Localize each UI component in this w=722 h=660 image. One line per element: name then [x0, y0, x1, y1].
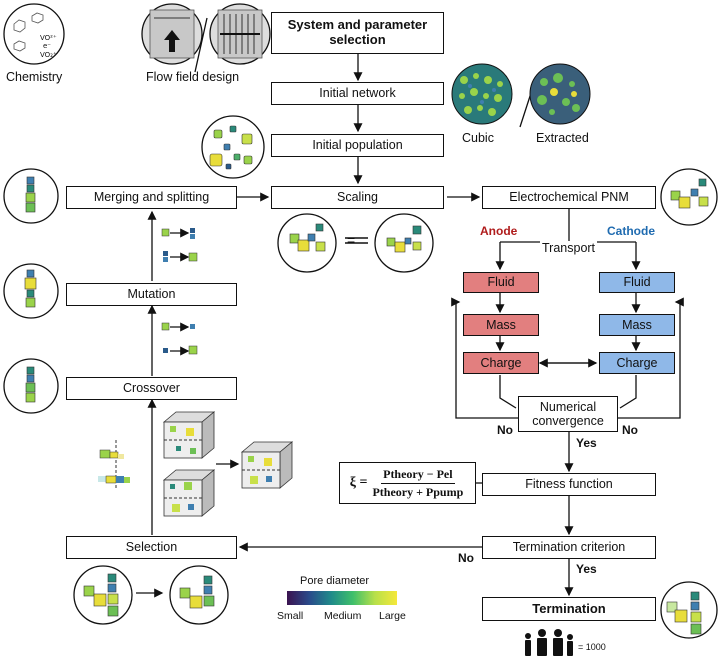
flow-field-interdigitated-icon: [209, 3, 271, 65]
criterion-no: No: [458, 551, 474, 565]
cathode-fluid-box: Fluid: [599, 272, 675, 293]
cubic-network-image: [451, 63, 513, 125]
cathode-charge-box: Charge: [599, 352, 675, 374]
convergence-no-right: No: [622, 423, 638, 437]
svg-text:VO₂⁺: VO₂⁺: [40, 51, 57, 59]
scaling-after-icon: [374, 213, 434, 273]
fitness-function-box: Fitness function: [482, 473, 656, 496]
scaling-box: Scaling: [271, 186, 444, 209]
convergence-no-left: No: [497, 423, 513, 437]
extracted-network-image: [529, 63, 591, 125]
scaling-before-icon: [277, 213, 337, 273]
parent-cube-2: [162, 469, 216, 517]
equals-sign: =: [347, 232, 356, 248]
pnm-network-icon: [660, 168, 718, 226]
anode-fluid-box: Fluid: [463, 272, 539, 293]
initial-population-illustration: [201, 115, 265, 179]
merging-splitting-box: Merging and splitting: [66, 186, 237, 209]
parent-cube-1: [162, 411, 216, 459]
mutation-network-icon: [3, 263, 59, 319]
mutation-box: Mutation: [66, 283, 237, 306]
initial-network-box: Initial network: [271, 82, 444, 105]
convergence-yes: Yes: [576, 436, 597, 450]
legend-medium: Medium: [324, 610, 362, 622]
fitness-equation: ξ = Ptheory − Pel Ptheory + Ppump: [339, 462, 476, 504]
anode-charge-box: Charge: [463, 352, 539, 374]
criterion-yes: Yes: [576, 562, 597, 576]
crossover-strands-glyph: [98, 440, 130, 490]
svg-text:VO²⁺: VO²⁺: [40, 34, 57, 42]
transport-label: Transport: [540, 241, 598, 255]
initial-population-box: Initial population: [271, 134, 444, 157]
selection-before-icon: [73, 565, 133, 625]
numerical-convergence-box: Numerical convergence: [518, 396, 618, 432]
system-parameter-selection-box: System and parameter selection: [271, 12, 444, 54]
equation-denominator: Ptheory + Ppump: [372, 484, 464, 499]
merging-network-icon: [3, 168, 59, 224]
equation-numerator: Ptheory − Pel: [381, 467, 455, 484]
legend-small: Small: [277, 610, 304, 622]
anode-label: Anode: [480, 224, 518, 238]
legend-large: Large: [379, 610, 406, 622]
merge-split-glyph: [161, 228, 198, 262]
selection-after-icon: [169, 565, 229, 625]
termination-network-icon: [660, 581, 718, 639]
extracted-label: Extracted: [536, 131, 589, 145]
flow-field-straight-icon: [141, 3, 203, 65]
mutation-glyph: [161, 322, 198, 355]
anode-mass-box: Mass: [463, 314, 539, 336]
svg-text:e⁻: e⁻: [43, 42, 51, 50]
legend-title: Pore diameter: [300, 575, 370, 587]
flow-field-label: Flow field design: [146, 70, 240, 84]
chemistry-label: Chemistry: [6, 70, 63, 84]
pore-diameter-colorbar: [287, 591, 397, 605]
selection-box: Selection: [66, 536, 237, 559]
cathode-label: Cathode: [607, 224, 655, 238]
electrochemical-pnm-box: Electrochemical PNM: [482, 186, 656, 209]
family-icon: [525, 629, 573, 656]
crossover-network-icon: [3, 358, 59, 414]
crossover-box: Crossover: [66, 377, 237, 400]
cubic-label: Cubic: [462, 131, 494, 145]
child-cube: [240, 441, 294, 489]
cathode-mass-box: Mass: [599, 314, 675, 336]
termination-criterion-box: Termination criterion: [482, 536, 656, 559]
people-count-label: = 1000: [578, 642, 606, 652]
chemistry-illustration: VO²⁺ e⁻ VO₂⁺: [3, 3, 65, 65]
xi-symbol: ξ =: [349, 475, 368, 490]
termination-box: Termination: [482, 597, 656, 621]
